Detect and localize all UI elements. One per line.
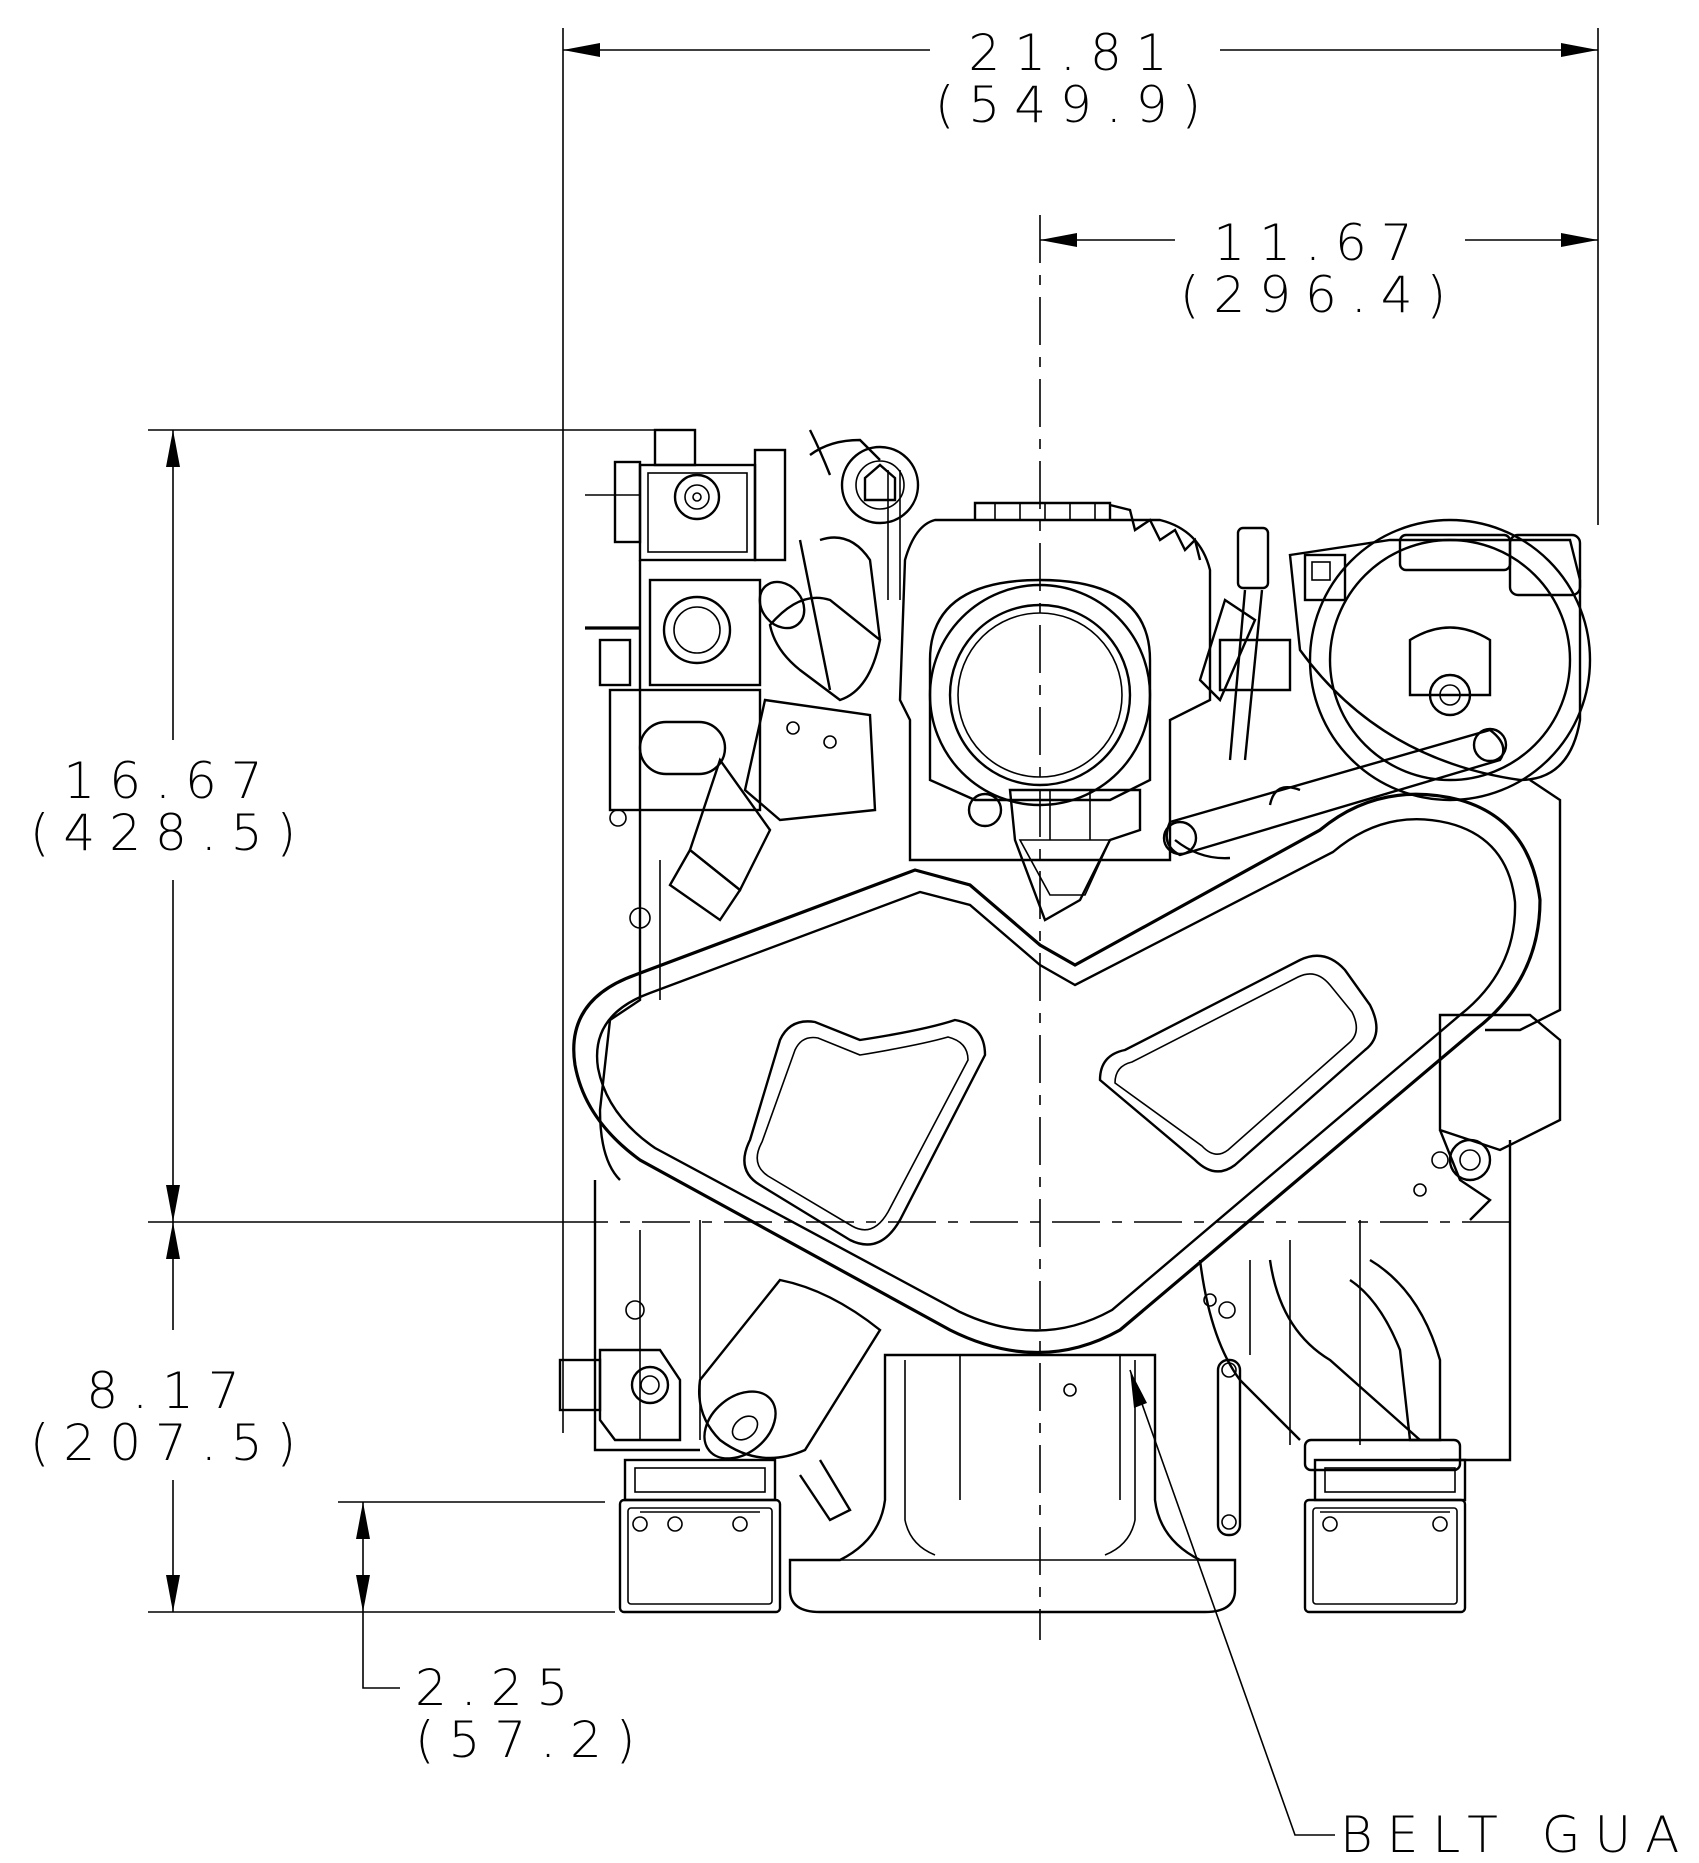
- belt-guard: [572, 792, 1542, 1355]
- dim-overall-width: 21.81 (549.9): [562, 24, 1599, 1433]
- arrow-head: [356, 1502, 370, 1539]
- oil-filter: [698, 1278, 882, 1522]
- dim-height-above-in: 16.67: [63, 752, 276, 810]
- arrow-head: [563, 43, 600, 57]
- belt-guard-vent-right: [1098, 954, 1378, 1173]
- arrow-head: [166, 430, 180, 467]
- crank-pulley-upper: [928, 578, 1152, 807]
- dim-height-below-mm: (207.5): [30, 1414, 310, 1472]
- dim-mount-height-mm: (57.2): [415, 1711, 649, 1769]
- dim-height-above-mm: (428.5): [30, 804, 310, 862]
- carburetor: [585, 578, 762, 812]
- arrow-head: [1040, 233, 1077, 247]
- engine-body: [558, 428, 1592, 1614]
- engine-mount-right: [1303, 1458, 1467, 1614]
- dim-vertical-heights: 16.67 (428.5) 8.17 (207.5): [30, 429, 660, 1613]
- starter-motor-right: [1438, 779, 1562, 1221]
- timing-wedge: [967, 788, 1142, 922]
- engine-mount-left: [618, 1458, 782, 1614]
- starter-assembly: [558, 1300, 682, 1442]
- cylinder-head: [898, 501, 1231, 862]
- fasteners: [609, 809, 1449, 1397]
- belt-guard-outer: [572, 792, 1542, 1355]
- dim-half-width-in: 11.67: [1213, 214, 1426, 272]
- arrow-head: [1130, 1370, 1147, 1408]
- dim-half-width: 11.67 (296.4): [1040, 214, 1598, 324]
- belt-guard-inner: [595, 817, 1517, 1332]
- block-left-side: [593, 1180, 700, 1452]
- solenoid-bracket: [668, 698, 877, 922]
- alternator: [1288, 518, 1592, 802]
- arrow-head: [166, 1222, 180, 1259]
- dipstick-tube: [1216, 1358, 1242, 1537]
- arrow-head: [1561, 233, 1598, 247]
- exhaust-elbow: [1303, 1258, 1462, 1472]
- centerlines: [560, 215, 1510, 1640]
- block-right-side: [1440, 1140, 1512, 1462]
- dim-mount-height: 2.25 (57.2): [338, 1501, 649, 1769]
- belt-guard-label: BELT GUARD: [1340, 1806, 1699, 1863]
- leader-line: [1129, 1369, 1335, 1836]
- dim-mount-height-in: 2.25: [415, 1659, 582, 1717]
- arrow-head: [166, 1185, 180, 1222]
- dim-overall-width-mm: (549.9): [935, 76, 1215, 134]
- belt-guard-vent-left: [743, 1018, 987, 1246]
- breather-dome: [809, 438, 920, 600]
- arrow-head: [356, 1575, 370, 1612]
- arrow-head: [1561, 43, 1598, 57]
- dim-overall-width-in: 21.81: [968, 24, 1181, 82]
- dipstick-upper: [1198, 526, 1292, 761]
- air-intake-tube: [758, 429, 882, 702]
- dim-height-below-in: 8.17: [86, 1362, 253, 1420]
- block-upper-left: [598, 560, 642, 1181]
- oil-pan: [788, 1353, 1237, 1614]
- dim-half-width-mm: (296.4): [1180, 266, 1460, 324]
- governor-assembly: [585, 428, 787, 562]
- throttle-linkage: [1162, 727, 1508, 857]
- belt-guard-callout: BELT GUARD: [1129, 1369, 1699, 1863]
- arrow-head: [166, 1575, 180, 1612]
